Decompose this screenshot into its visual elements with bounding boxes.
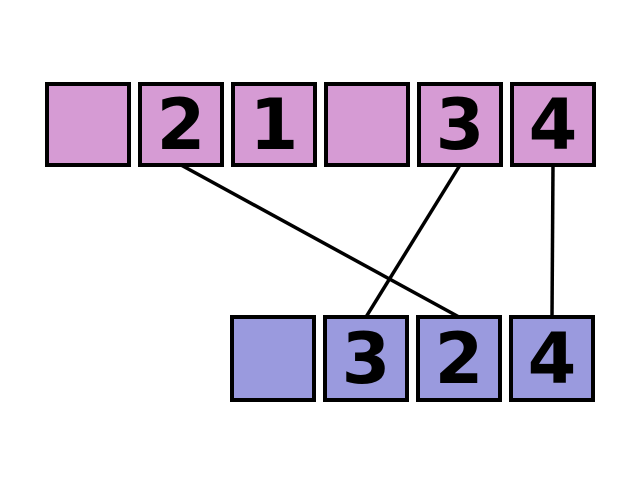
top-box-5: 4	[510, 82, 596, 167]
top-box-1: 2	[138, 82, 224, 167]
top-box-0	[45, 82, 131, 167]
top-box-3	[324, 82, 410, 167]
bottom-row: 3 2 4	[230, 315, 595, 402]
bottom-box-3: 4	[509, 315, 595, 402]
top-row: 2 1 3 4	[45, 82, 596, 167]
top-box-2: 1	[231, 82, 317, 167]
bottom-box-2: 2	[416, 315, 502, 402]
bottom-box-1: 3	[323, 315, 409, 402]
bottom-box-0	[230, 315, 316, 402]
top-box-4: 3	[417, 82, 503, 167]
